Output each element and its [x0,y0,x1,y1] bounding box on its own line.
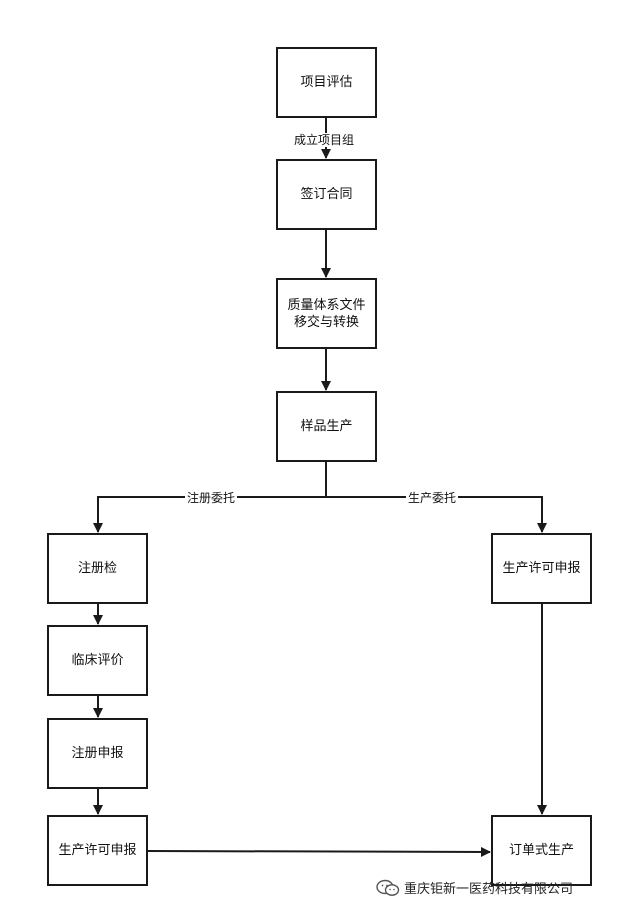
node-registration-test: 注册检 [47,533,148,604]
node-prod-license-left: 生产许可申报 [47,815,148,886]
edge-label-establish-team: 成立项目组 [292,133,357,147]
node-project-eval: 项目评估 [276,47,377,118]
edge-label-production-commission: 生产委托 [406,491,459,505]
edge-split-to-prod-license-right [326,496,547,533]
watermark-text: 重庆钜新一医药科技有限公司 [404,882,574,897]
wechat-icon [376,879,400,896]
node-registration-apply: 注册申报 [47,718,148,789]
node-clinical-eval: 临床评价 [47,625,148,696]
node-order-production: 订单式生产 [491,815,592,886]
node-quality-docs: 质量体系文件 移交与转换 [276,278,377,349]
node-sample-production: 样品生产 [276,391,377,462]
node-sign-contract: 签订合同 [276,159,377,230]
edge-license-left-to-order [147,846,491,857]
edge-split-to-registration-test [93,496,326,533]
edge-label-registration-commission: 注册委托 [185,491,238,505]
node-prod-license-right: 生产许可申报 [491,533,592,604]
watermark: 重庆钜新一医药科技有限公司 [376,878,573,897]
